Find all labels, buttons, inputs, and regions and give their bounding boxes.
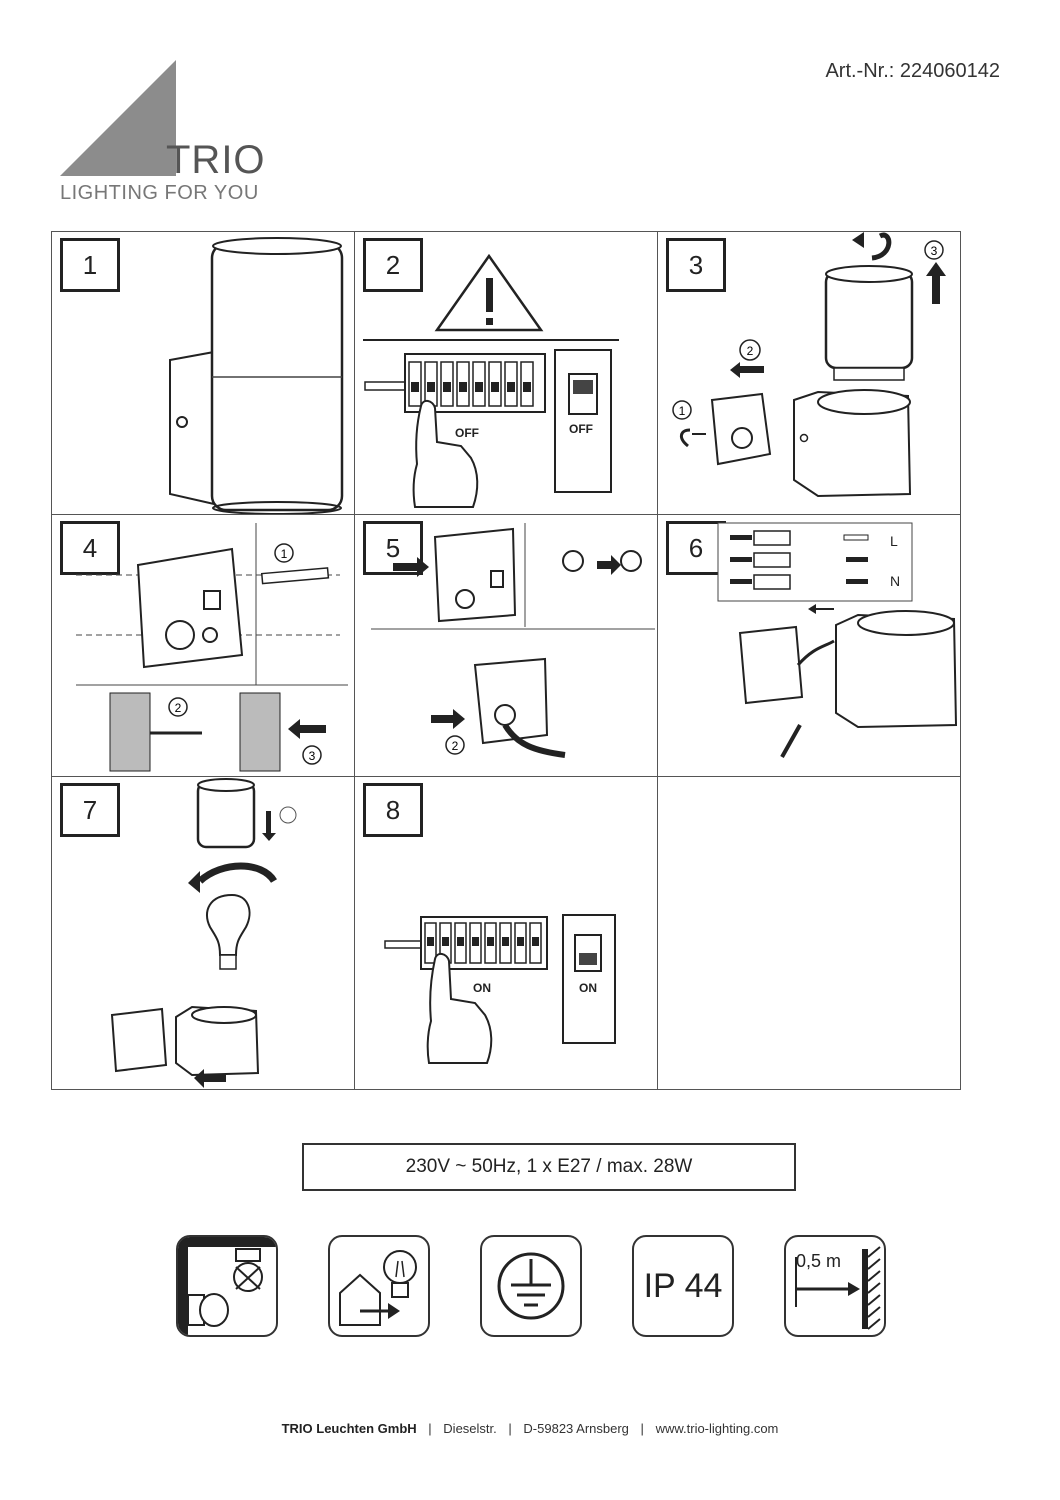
wall-mount-icon <box>176 1235 278 1337</box>
step-2-panel: 2 OFF OFF <box>355 232 658 515</box>
mark-and-drill-illustration: 1 2 3 <box>76 523 348 772</box>
step-3-panel: 3 3 2 1 <box>658 232 961 515</box>
footer-company: TRIO Leuchten GmbH <box>281 1421 417 1436</box>
svg-text:1: 1 <box>679 404 686 418</box>
article-number: Art.-Nr.: 224060142 <box>825 60 1000 82</box>
lamp-product-illustration <box>169 237 344 514</box>
step-1-number: 1 <box>60 238 120 292</box>
step-7-panel: 7 <box>52 777 355 1090</box>
step-8-switch-label: ON <box>473 981 491 995</box>
step-4-panel: 4 1 2 3 <box>52 515 355 777</box>
svg-text:2: 2 <box>452 739 459 753</box>
trio-logo: TRIO LIGHTING FOR YOU <box>58 60 278 210</box>
ip-rating-icon: IP 44 <box>632 1235 734 1337</box>
logo-brand: TRIO <box>166 138 266 182</box>
min-distance-label: 0,5 m <box>796 1251 842 1271</box>
protective-earth-icon <box>480 1235 582 1337</box>
switch-off-illustration <box>363 253 619 508</box>
step-2-number: 2 <box>363 238 423 292</box>
logo-triangle-icon <box>60 60 176 176</box>
logo-tagline: LIGHTING FOR YOU <box>60 182 259 204</box>
step-8-number: 8 <box>363 783 423 837</box>
svg-text:3: 3 <box>309 749 316 763</box>
step-7-number: 7 <box>60 783 120 837</box>
ip-rating-label: IP 44 <box>643 1266 723 1305</box>
step-5-panel: 5 2 <box>355 515 658 777</box>
step-3-number: 3 <box>666 238 726 292</box>
terminal-label-n: N <box>890 573 901 589</box>
footer-street: Dieselstr. <box>443 1421 497 1436</box>
footer-website[interactable]: www.trio-lighting.com <box>655 1421 779 1436</box>
footer: TRIO Leuchten GmbH | Dieselstr. | D-5982… <box>0 1421 1060 1436</box>
empty-panel <box>658 777 961 1090</box>
min-distance-icon: 0,5 m <box>784 1235 886 1337</box>
remove-cover-illustration: 3 2 1 <box>672 232 946 498</box>
footer-city: D-59823 Arnsberg <box>523 1421 629 1436</box>
svg-text:2: 2 <box>747 344 754 358</box>
step-8-box-label: ON <box>579 981 597 995</box>
step-2-switch-label: OFF <box>455 426 479 440</box>
electrical-spec: 230V ~ 50Hz, 1 x E27 / max. 28W <box>302 1143 796 1191</box>
step-8-panel: 8 ON ON <box>355 777 658 1090</box>
terminal-label-l: L <box>890 533 898 549</box>
footer-separator: | <box>428 1421 432 1436</box>
indoor-outdoor-icon <box>328 1235 430 1337</box>
insert-bulb-illustration <box>110 778 297 1088</box>
wiring-illustration <box>717 522 958 758</box>
mount-base-illustration: 2 <box>371 523 655 758</box>
step-6-panel: 6 L N <box>658 515 961 777</box>
footer-separator: | <box>640 1421 644 1436</box>
certification-icons: IP 44 0,5 m <box>176 1235 888 1337</box>
svg-text:2: 2 <box>175 701 182 715</box>
svg-text:3: 3 <box>931 244 938 258</box>
footer-separator: | <box>508 1421 512 1436</box>
step-1-panel: 1 <box>52 232 355 515</box>
svg-text:1: 1 <box>281 547 288 561</box>
instruction-grid: 1 2 <box>51 231 961 1090</box>
switch-on-illustration <box>384 914 616 1064</box>
step-4-number: 4 <box>60 521 120 575</box>
step-2-box-label: OFF <box>569 422 593 436</box>
rotate-arrow-icon <box>871 232 892 261</box>
